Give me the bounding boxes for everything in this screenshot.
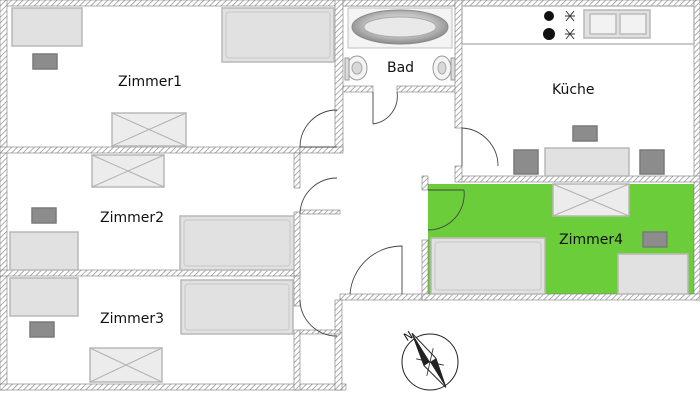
zimmer1-chair (32, 53, 58, 70)
furniture (9, 5, 695, 383)
zimmer3-desk (9, 277, 79, 317)
bed-details (183, 11, 542, 331)
kitchen-chair-top (572, 125, 598, 142)
zimmer3-bed (180, 279, 294, 335)
zimmer1-bed (221, 7, 335, 63)
room-label-bad: Bad (387, 60, 414, 76)
walls (0, 0, 700, 391)
kitchen-chair-left (513, 149, 539, 175)
room-label-zimmer1: Zimmer1 (118, 74, 182, 90)
kitchen-table (544, 147, 630, 177)
kitchen-counter (461, 5, 695, 45)
zimmer4-chair (642, 231, 668, 248)
room-label-zimmer3: Zimmer3 (100, 311, 164, 327)
compass-icon: N (401, 329, 459, 391)
zimmer3-chair (29, 321, 55, 338)
zimmer4-desk (617, 253, 689, 295)
room-label-zimmer4: Zimmer4 (559, 232, 623, 248)
room-label-kueche: Küche (552, 82, 595, 98)
bathroom-fixtures (344, 7, 456, 81)
doors (299, 91, 499, 337)
zimmer2-desk (9, 231, 79, 271)
zimmer2-bed (179, 215, 295, 271)
room-label-zimmer2: Zimmer2 (100, 210, 164, 226)
zimmer4-bed (430, 237, 546, 295)
zimmer1-desk (11, 7, 83, 47)
stove (543, 10, 575, 40)
kitchen-chair-right (639, 149, 665, 175)
zimmer2-chair (31, 207, 57, 224)
wardrobes (89, 112, 630, 383)
